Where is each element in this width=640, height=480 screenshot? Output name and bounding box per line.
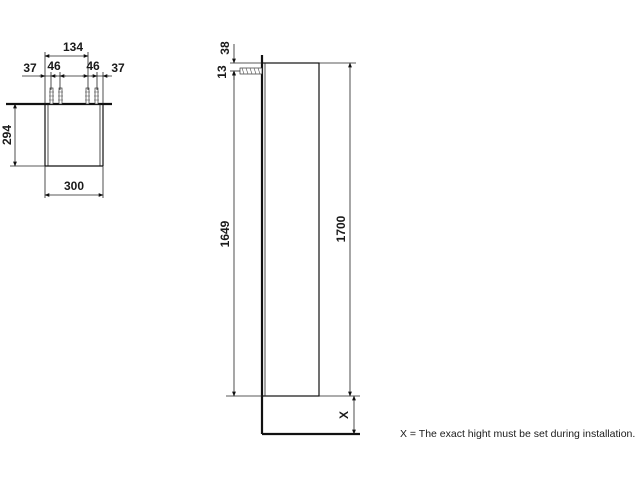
wall-bracket xyxy=(239,67,263,75)
dim-label-37-left: 37 xyxy=(23,61,37,75)
dim-label-300: 300 xyxy=(64,179,84,193)
extension-lines xyxy=(10,52,104,198)
top-view: 134 37 46 46 37 294 300 xyxy=(0,40,125,198)
dim-label-294: 294 xyxy=(0,125,14,145)
side-view: 38 13 1649 1700 X xyxy=(215,41,360,436)
dim-label-37-right: 37 xyxy=(111,61,125,75)
tall-cabinet xyxy=(261,62,320,397)
cabinet-plan xyxy=(44,104,104,167)
installation-note: X = The exact hight must be set during i… xyxy=(400,428,635,440)
dim-label-46-right: 46 xyxy=(86,59,100,73)
dim-label-1700: 1700 xyxy=(334,215,348,242)
dim-label-13: 13 xyxy=(215,65,229,79)
dim-label-x: X xyxy=(337,411,351,419)
dim-label-38: 38 xyxy=(218,41,232,55)
dim-label-1649: 1649 xyxy=(218,220,232,247)
dim-label-134: 134 xyxy=(63,40,83,54)
dim-label-46-left: 46 xyxy=(47,59,61,73)
mounting-bolts xyxy=(49,87,99,105)
